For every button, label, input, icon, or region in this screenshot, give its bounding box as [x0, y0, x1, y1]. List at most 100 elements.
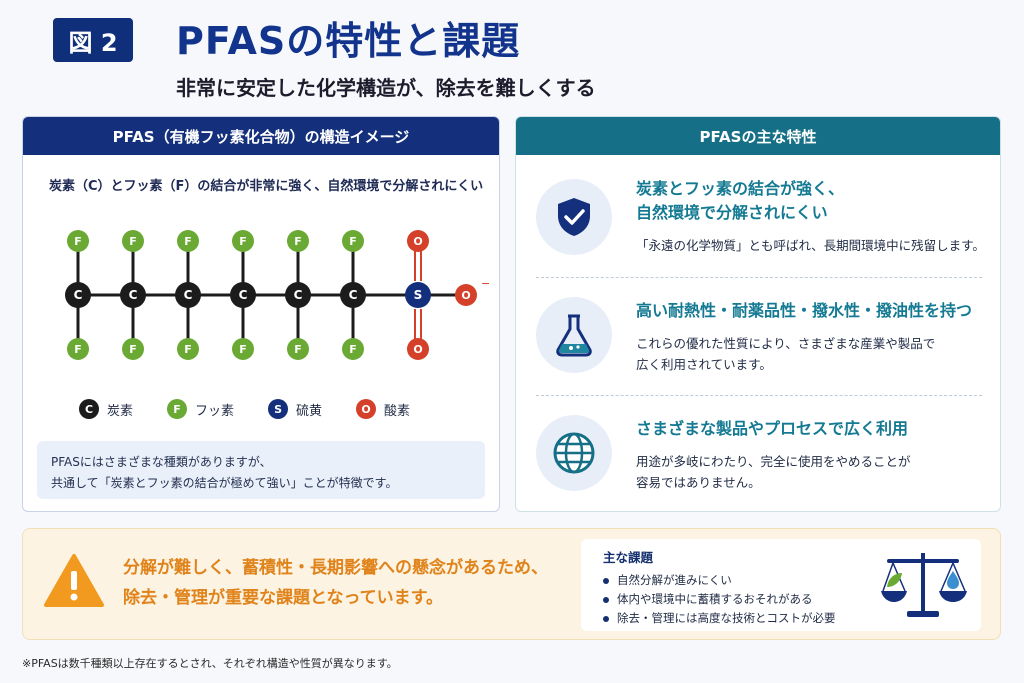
feature-item: 炭素とフッ素の結合が強く、 自然環境で分解されにくい 「永遠の化学物質」とも呼ば… [516, 159, 1000, 275]
fluorine-atom [67, 230, 89, 252]
feature-icon-container [536, 297, 612, 373]
carbon-atom [65, 282, 91, 308]
feature-title: 炭素とフッ素の結合が強く、 自然環境で分解されにくい [636, 179, 845, 222]
warning-message: 分解が難しく、蓄積性・長期影響への懸念があるため、 除去・管理が重要な課題となっ… [123, 558, 548, 608]
fluorine-atom [122, 230, 144, 252]
legend-oxygen: O 酸素 [356, 399, 410, 419]
issues-title: 主な課題 [603, 550, 654, 565]
structure-description: 炭素（C）とフッ素（F）の結合が非常に強く、自然環境で分解されにくい [49, 179, 484, 194]
carbon-atom [340, 282, 366, 308]
atom-legend: C 炭素 F フッ素 S 硫黄 O 酸素 [79, 399, 410, 419]
issues-box: 主な課題 自然分解が進みにくい 体内や環境中に蓄積するおそれがある 除去・管理に… [581, 539, 981, 631]
bullet-icon [603, 596, 609, 603]
feature-title: さまざまな製品やプロセスで広く利用 [636, 419, 909, 438]
feature-description: これらの優れた性質により、さまざまな産業や製品で 広く利用されています。 [636, 336, 936, 372]
svg-text:C: C [239, 288, 248, 302]
fluorine-atom [342, 338, 364, 360]
svg-text:F: F [184, 235, 192, 248]
negative-charge: − [481, 277, 490, 290]
pfas-molecule-diagram: F F F F F F F F F F F F C C C C C C S O … [65, 230, 490, 360]
svg-text:C: C [349, 288, 358, 302]
footnote: ※PFASは数千種類以上存在するとされ、それぞれ構造や性質が異なります。 [22, 657, 398, 670]
list-item: 除去・管理には高度な技術とコストが必要 [603, 609, 836, 628]
fluorine-atom [232, 230, 254, 252]
fluorine-atom [287, 230, 309, 252]
page-subtitle: 非常に安定した化学構造が、除去を難しくする [176, 76, 596, 100]
shield-check-icon [558, 198, 590, 236]
oxygen-atom [407, 230, 429, 252]
note-line: PFASにはさまざまな種類がありますが、 [51, 455, 272, 469]
svg-text:F: F [294, 235, 302, 248]
legend-label: 酸素 [384, 403, 411, 419]
fluorine-atom [342, 230, 364, 252]
globe-icon [553, 432, 595, 474]
fluorine-atom [67, 338, 89, 360]
legend-fluorine: F フッ素 [167, 399, 234, 419]
list-item: 自然分解が進みにくい [603, 571, 836, 590]
bullet-icon [603, 615, 609, 622]
carbon-atom [175, 282, 201, 308]
legend-label: 炭素 [107, 403, 134, 419]
legend-carbon: C 炭素 [79, 399, 133, 419]
svg-text:F: F [129, 343, 137, 356]
oxygen-atom [407, 338, 429, 360]
structure-panel-title: PFAS（有機フッ素化合物）の構造イメージ [23, 117, 499, 155]
carbon-atom [285, 282, 311, 308]
legend-label: 硫黄 [296, 403, 323, 419]
fluorine-dot: F [167, 399, 188, 419]
svg-text:F: F [349, 235, 357, 248]
svg-text:F: F [294, 343, 302, 356]
divider [536, 277, 982, 278]
fluorine-atom [177, 230, 199, 252]
legend-sulfur: S 硫黄 [268, 399, 322, 419]
feature-item: 高い耐熱性・耐薬品性・撥水性・撥油性を持つ これらの優れた性質により、さまざまな… [516, 277, 1000, 393]
issues-list: 自然分解が進みにくい 体内や環境中に蓄積するおそれがある 除去・管理には高度な技… [603, 571, 836, 628]
fluorine-atoms-bottom [67, 338, 364, 360]
svg-text:F: F [74, 235, 82, 248]
balance-scale-icon [881, 553, 967, 617]
feature-description: 「永遠の化学物質」とも呼ばれ、長期間環境中に残留します。 [636, 238, 985, 253]
note-line: 共通して「炭素とフッ素の結合が極めて強い」ことが特徴です。 [51, 476, 398, 490]
carbon-atom [230, 282, 256, 308]
divider [536, 395, 982, 396]
feature-description: 用途が多岐にわたり、完全に使用をやめることが 容易ではありません。 [636, 454, 911, 490]
svg-text:C: C [184, 288, 193, 302]
svg-text:F: F [239, 343, 247, 356]
svg-text:S: S [414, 288, 423, 302]
fluorine-atom [232, 338, 254, 360]
svg-text:F: F [239, 235, 247, 248]
list-item: 体内や環境中に蓄積するおそれがある [603, 590, 836, 609]
feature-title: 高い耐熱性・耐薬品性・撥水性・撥油性を持つ [636, 301, 973, 320]
fluorine-atom [177, 338, 199, 360]
bullet-icon [603, 577, 609, 584]
legend-label: フッ素 [195, 403, 235, 419]
svg-text:O: O [461, 289, 470, 302]
carbon-dot: C [79, 399, 99, 419]
structure-panel: PFAS（有機フッ素化合物）の構造イメージ 炭素（C）とフッ素（F）の結合が非常… [22, 116, 500, 512]
figure-badge: 図 2 [53, 18, 133, 62]
features-panel: PFASの主な特性 炭素とフッ素の結合が強く、 自然環境で分解されにくい 「永遠… [515, 116, 1001, 512]
sulfur-dot: S [268, 399, 289, 419]
svg-text:F: F [349, 343, 357, 356]
fluorine-atom [122, 338, 144, 360]
svg-text:F: F [129, 235, 137, 248]
fluorine-atoms-top [67, 230, 364, 252]
svg-text:C: C [74, 288, 83, 302]
svg-text:F: F [184, 343, 192, 356]
svg-text:C: C [294, 288, 303, 302]
features-panel-title: PFASの主な特性 [516, 117, 1000, 155]
carbon-atoms [65, 282, 366, 308]
sulfur-atom [405, 282, 431, 308]
svg-text:F: F [74, 343, 82, 356]
svg-text:O: O [413, 235, 422, 248]
feature-icon-container [536, 179, 612, 255]
oxygen-atom [455, 284, 477, 306]
carbon-atom [120, 282, 146, 308]
warning-icon [44, 554, 104, 607]
oxygen-dot: O [356, 399, 377, 419]
flask-icon [556, 314, 592, 357]
page-title: PFASの特性と課題 [176, 19, 521, 63]
svg-text:C: C [129, 288, 138, 302]
warning-panel: 分解が難しく、蓄積性・長期影響への懸念があるため、 除去・管理が重要な課題となっ… [22, 528, 1001, 640]
svg-text:O: O [413, 343, 422, 356]
